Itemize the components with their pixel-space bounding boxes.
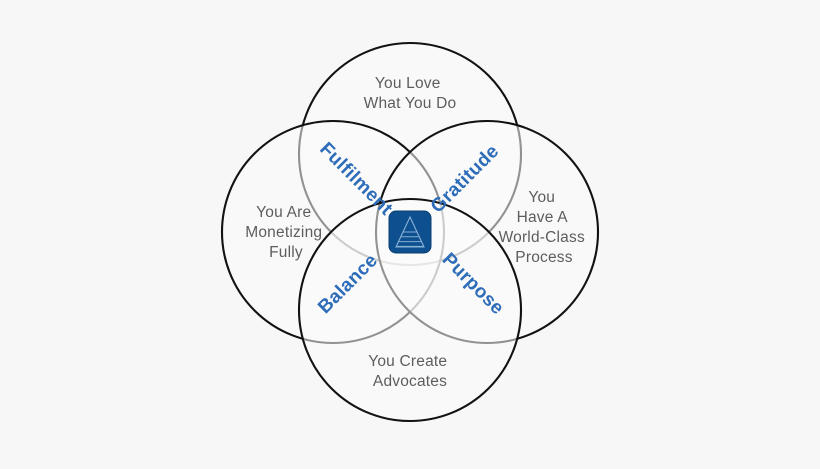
label-top-line-1: You Love (375, 75, 441, 92)
pyramid-icon (395, 215, 425, 248)
label-left-line-2: Monetizing (245, 224, 322, 241)
label-left-circle: You Are Monetizing Fully (245, 204, 326, 261)
label-left-line-3: Fully (269, 244, 303, 261)
label-left-line-1: You Are (256, 204, 311, 221)
label-bottom-line-1: You Create (368, 353, 447, 370)
label-right-line-3: World-Class (499, 229, 585, 246)
label-bottom-circle: You Create Advocates (368, 353, 452, 390)
label-top-line-2: What You Do (364, 95, 457, 112)
circle-bottom[interactable] (297, 197, 523, 423)
label-right-line-1: You (528, 189, 555, 206)
center-intersection[interactable] (388, 210, 432, 254)
label-right-line-4: Process (515, 249, 572, 266)
label-bottom-line-2: Advocates (373, 373, 447, 390)
label-top-circle: You Love What You Do (364, 75, 457, 112)
label-right-line-2: Have A (517, 209, 569, 226)
circle-outline-group (220, 41, 600, 423)
label-right-circle: You Have A World-Class Process (499, 189, 590, 266)
